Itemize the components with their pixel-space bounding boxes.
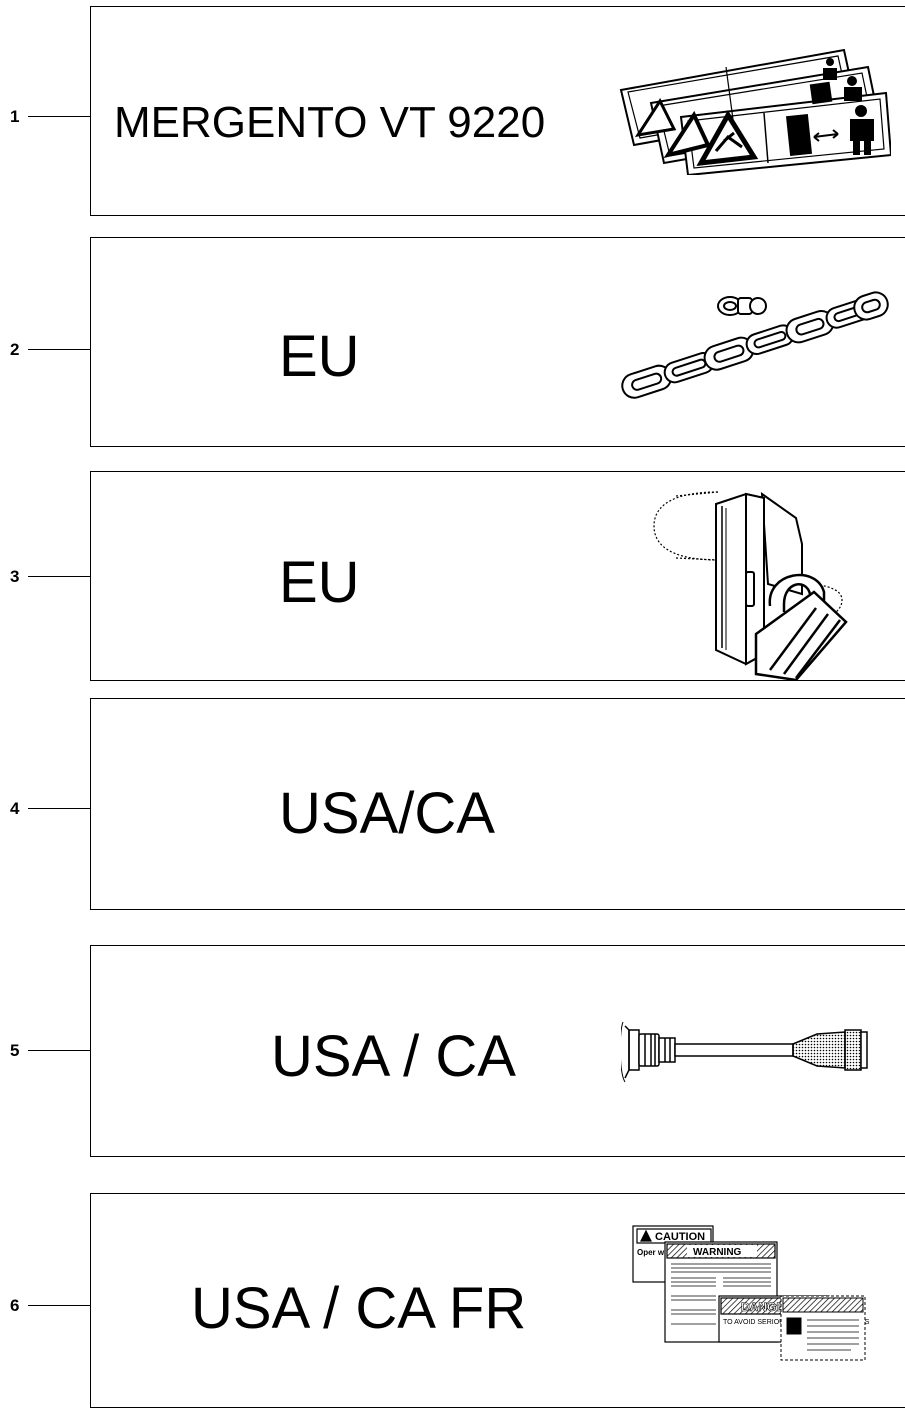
- item-label: EU: [279, 324, 360, 389]
- item-number: 3: [10, 567, 20, 586]
- item-number: 6: [10, 1296, 20, 1315]
- item-panel: USA / CA: [90, 945, 905, 1157]
- leader-line: [28, 349, 91, 350]
- item-panel: EU: [90, 237, 905, 447]
- item-row-1: 1 MERGENTO VT 9220: [0, 0, 905, 220]
- caution-title: CAUTION: [655, 1231, 705, 1243]
- item-row-3: 3 EU: [0, 460, 905, 685]
- item-row-5: 5 USA / CA: [0, 935, 905, 1165]
- item-panel: EU: [90, 471, 905, 681]
- warning-title: WARNING: [693, 1247, 742, 1258]
- item-label: USA/CA: [279, 781, 495, 846]
- caution-body: Oper with a: [637, 1248, 681, 1257]
- item-label: EU: [279, 550, 360, 615]
- item-panel: MERGENTO VT 9220: [90, 6, 905, 216]
- item-number: 1: [10, 107, 20, 126]
- leader-line: [28, 1050, 91, 1051]
- item-number: 4: [10, 799, 20, 818]
- leader-line: [28, 576, 91, 577]
- leader-line: [28, 1305, 91, 1306]
- item-number: 2: [10, 340, 20, 359]
- item-panel: USA/CA: [90, 698, 905, 910]
- chain-icon: [621, 291, 889, 399]
- warning-decals-icon: CAUTION Oper with a WARNING: [632, 1225, 870, 1361]
- danger-title: DANGER: [741, 1300, 793, 1314]
- item-panel: USA / CA FR CAUTION Oper with a WARNI: [90, 1193, 905, 1408]
- item-label: USA / CA FR: [191, 1276, 527, 1341]
- leader-line: [28, 116, 91, 117]
- item-label: USA / CA: [271, 1024, 516, 1089]
- item-label: MERGENTO VT 9220: [114, 98, 546, 147]
- item-row-6: 6 USA / CA FR CAUTION Oper with a: [0, 1180, 905, 1408]
- item-row-2: 2 EU: [0, 230, 905, 450]
- cable-connector-icon: [621, 1021, 868, 1083]
- padlock-bracket-icon: [653, 491, 848, 680]
- leader-line: [28, 808, 91, 809]
- decal-sheets-icon: [619, 48, 891, 175]
- item-number: 5: [10, 1041, 20, 1060]
- item-row-4: 4 USA/CA: [0, 690, 905, 915]
